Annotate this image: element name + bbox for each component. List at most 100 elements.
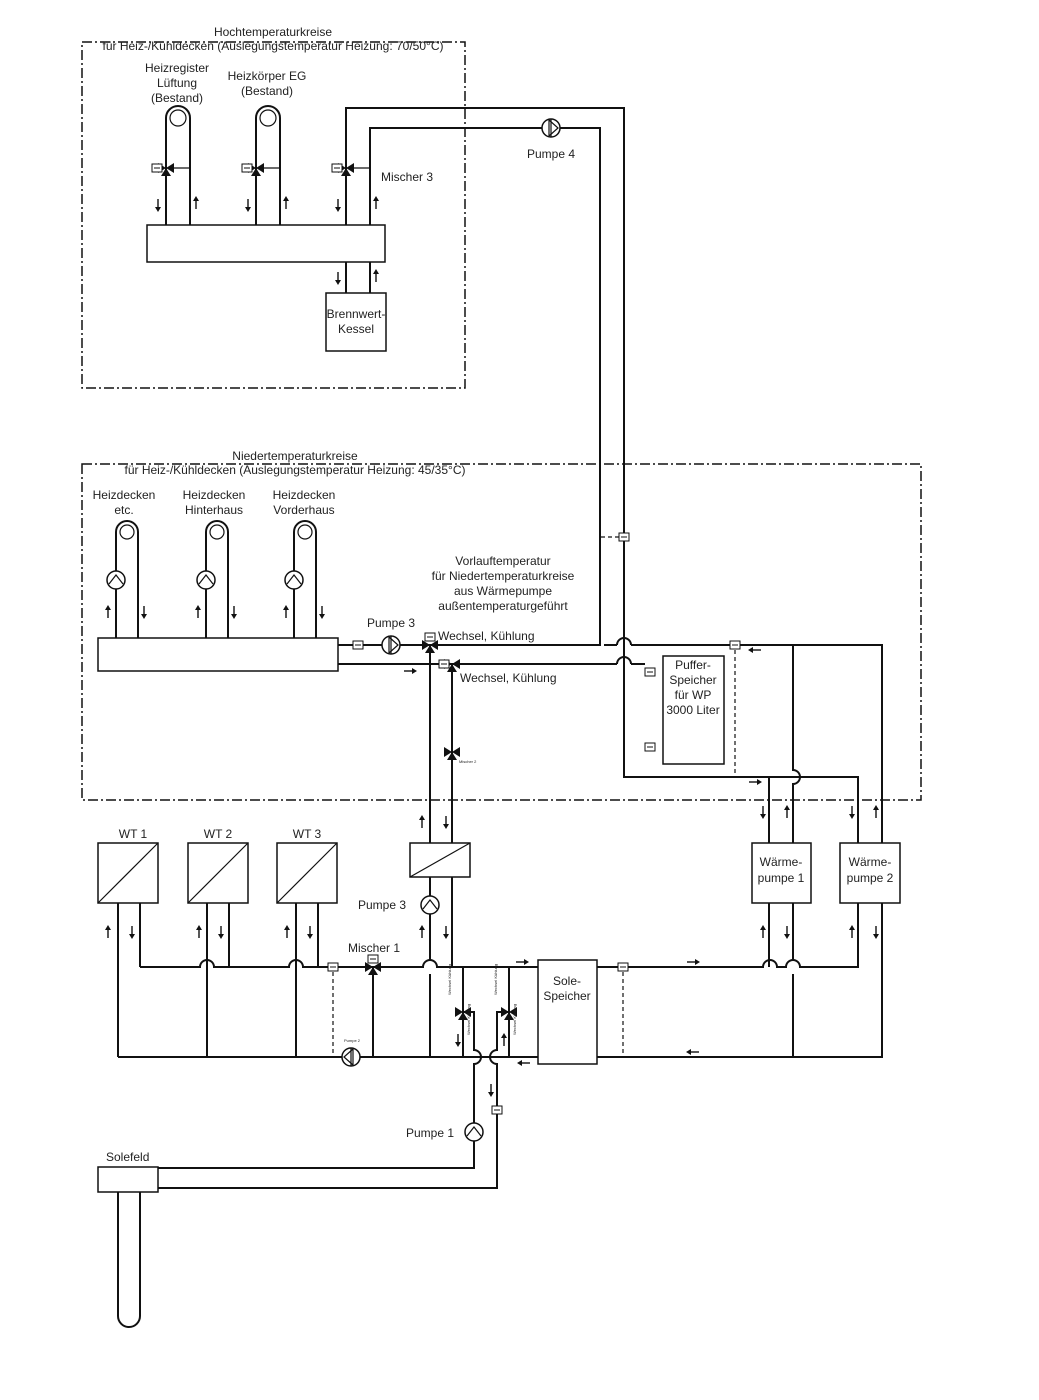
- arrow-down-icon: [306, 925, 314, 940]
- heizregister-loop-icon: [165, 105, 191, 225]
- arrow-down-icon: [318, 605, 326, 620]
- arrow-down-icon: [334, 271, 342, 286]
- nt-circuit2-line2: Hinterhaus: [185, 503, 243, 517]
- heizdecken-vorderhaus-loop-icon: [293, 520, 317, 638]
- arrow-left-icon: [516, 1059, 531, 1067]
- arrow-up-icon: [104, 604, 112, 619]
- ht-title-line1: Hochtemperaturkreise: [214, 25, 332, 39]
- valve-tiny-2: Wechsel Kühlung: [466, 1004, 471, 1035]
- arrow-down-icon: [128, 925, 136, 940]
- arrow-up-icon: [372, 268, 380, 283]
- ht-circuit2-line2: (Bestand): [241, 84, 293, 98]
- waermepumpe2: [839, 842, 901, 904]
- nt-circuit1-line1: Heizdecken: [93, 488, 156, 502]
- arrow-down-icon: [154, 198, 162, 213]
- nt-note-line2: für Niedertemperaturkreise: [432, 569, 575, 583]
- nt-circuit3-line2: Vorderhaus: [273, 503, 334, 517]
- ht-circuit1-line3: (Bestand): [151, 91, 203, 105]
- arrow-up-icon: [759, 924, 767, 939]
- arrow-up-icon: [372, 195, 380, 210]
- wechsel1-label: Wechsel, Kühlung: [438, 629, 535, 643]
- ht-circuit2-line1: Heizkörper EG: [228, 69, 307, 83]
- wechsel2-label: Wechsel, Kühlung: [460, 671, 557, 685]
- arrow-down-icon: [454, 1033, 462, 1048]
- heizkoerper-loop-icon: [255, 105, 281, 225]
- arrow-down-icon: [442, 925, 450, 940]
- niedertemperatur-section: Niedertemperaturkreise für Heiz-/Kühldec…: [81, 449, 922, 850]
- arrow-up-icon: [848, 924, 856, 939]
- arrow-down-icon: [230, 605, 238, 620]
- arrow-down-icon: [848, 805, 856, 820]
- nt-circuit3-line1: Heizdecken: [273, 488, 336, 502]
- arrow-up-icon: [104, 924, 112, 939]
- arrow-up-icon: [783, 804, 791, 819]
- brennwertkessel: [325, 292, 387, 352]
- puffer-sensor-bottom-icon: [644, 742, 656, 752]
- valve-tiny-3: Wechsel Kühlung: [493, 964, 498, 995]
- wp1-line2: pumpe 1: [758, 871, 805, 885]
- wechsel2-actuator-icon: [438, 659, 450, 669]
- sole-line2: Speicher: [543, 989, 590, 1003]
- kessel-line2: Kessel: [338, 322, 374, 336]
- solefeld: [97, 1166, 159, 1193]
- ht-valve2-actuator-icon: [241, 163, 253, 173]
- arrow-left-icon: [747, 646, 762, 654]
- puffer-sensor-top-icon: [644, 667, 656, 677]
- arrow-up-icon: [282, 604, 290, 619]
- nt-pump1-icon: [106, 570, 126, 590]
- puffer-line4: 3000 Liter: [666, 703, 719, 717]
- nt-sensor-icon: [352, 640, 364, 650]
- kessel-line1: Brennwert-: [327, 307, 386, 321]
- puffer-line1: Puffer-: [675, 658, 711, 672]
- mischer1-label: Mischer 1: [348, 941, 400, 955]
- nt-circuit2-line1: Heizdecken: [183, 488, 246, 502]
- wt3-label: WT 3: [293, 827, 322, 841]
- arrow-left-icon: [685, 1048, 700, 1056]
- arrow-right-icon: [403, 667, 418, 675]
- arrow-up-icon: [418, 924, 426, 939]
- valve-tiny-4: Wechsel Kühlung: [512, 1004, 517, 1035]
- pufferspeicher: [662, 655, 725, 765]
- nt-pump2-icon: [196, 570, 216, 590]
- pumpe4-icon: [541, 118, 561, 138]
- arrow-up-icon: [195, 924, 203, 939]
- pumpe3-nt-icon: [381, 635, 401, 655]
- nt-note-line1: Vorlauftemperatur: [455, 554, 550, 568]
- nt-note-line4: außentemperaturgeführt: [438, 599, 568, 613]
- arrow-down-icon: [244, 198, 252, 213]
- arrow-down-icon: [140, 605, 148, 620]
- wechsel1-actuator-icon: [424, 632, 436, 642]
- pumpe3-nt-label: Pumpe 3: [367, 616, 415, 630]
- wp1-line1: Wärme-: [760, 855, 803, 869]
- nt-verteiler: [97, 637, 339, 672]
- pumpe1-label: Pumpe 1: [406, 1126, 454, 1140]
- ht-verteiler: [146, 224, 386, 263]
- ht-valve1-actuator-icon: [151, 163, 163, 173]
- arrow-up-icon: [192, 195, 200, 210]
- arrow-down-icon: [217, 925, 225, 940]
- pumpe1-icon: [464, 1122, 484, 1142]
- nt-circuit1-line2: etc.: [114, 503, 133, 517]
- mischer3-label: Mischer 3: [381, 170, 433, 184]
- arrow-down-icon: [334, 198, 342, 213]
- sole-speicher: [537, 959, 598, 1065]
- wt1-label: WT 1: [119, 827, 148, 841]
- hochtemperatur-section: Hochtemperaturkreise für Heiz-/Kühldecke…: [81, 25, 625, 533]
- pumpe2-icon: [341, 1047, 361, 1067]
- mischer3-actuator-icon: [331, 163, 343, 173]
- heizdecken-hinterhaus-loop-icon: [205, 520, 229, 638]
- wp2-line1: Wärme-: [849, 855, 892, 869]
- sole-sensor-icon: [327, 962, 339, 972]
- nt-title-line2: für Heiz-/Kühldecken (Auslegungstemperat…: [125, 463, 466, 477]
- solefeld-label: Solefeld: [106, 1150, 149, 1164]
- arrow-up-icon: [283, 924, 291, 939]
- arrow-up-icon: [500, 1032, 508, 1047]
- sole-speicher-sensor-icon: [617, 962, 629, 972]
- puffer-line3: für WP: [675, 688, 712, 702]
- nt-title-line1: Niedertemperaturkreise: [232, 449, 358, 463]
- wp2-line2: pumpe 2: [847, 871, 894, 885]
- bottom-section: WT 1 WT 2 WT 3 Mischer 1 Pumpe 2: [97, 804, 901, 1328]
- valve-tiny-1: Wechsel Kühlung: [447, 964, 452, 995]
- pumpe1-sensor-icon: [491, 1105, 503, 1115]
